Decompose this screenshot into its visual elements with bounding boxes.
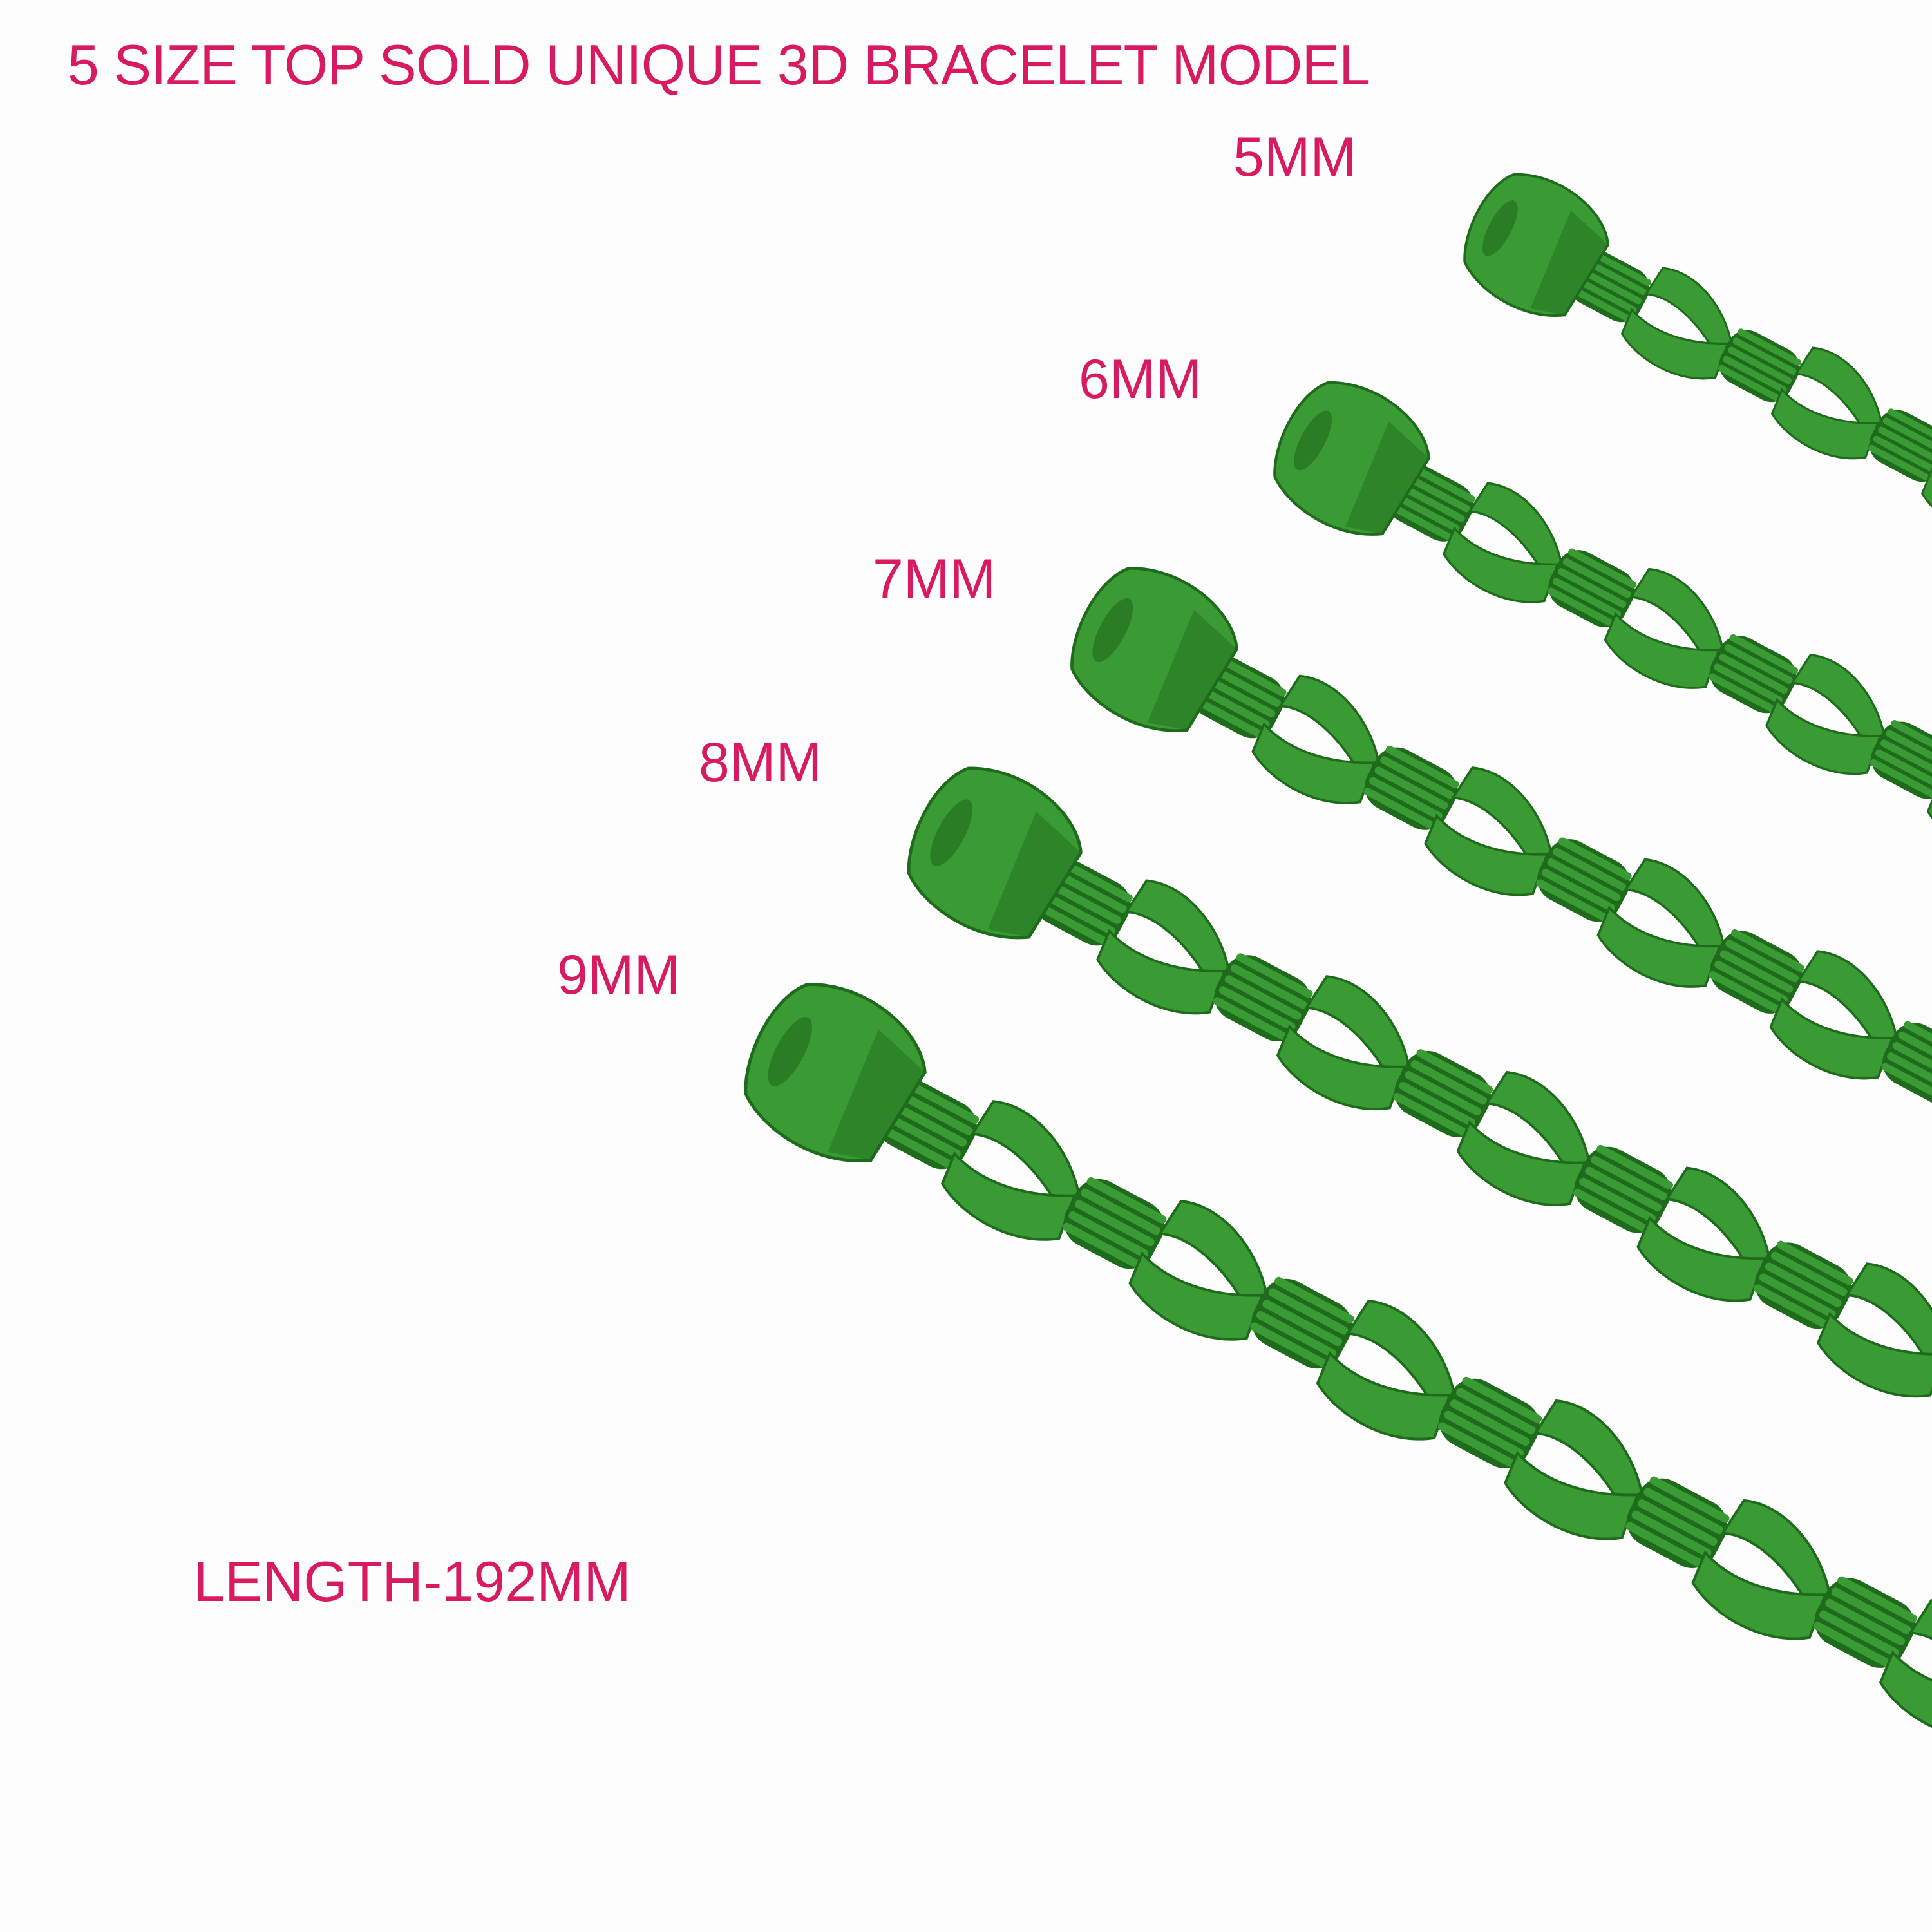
- bracelet-end-cap: [1070, 567, 1238, 732]
- twisted-link: [1636, 1166, 1771, 1302]
- ribbed-bead: [1063, 1177, 1167, 1269]
- ribbed-bead: [1709, 929, 1804, 1014]
- bracelet-end-cap: [744, 983, 927, 1163]
- size-label-6mm: 6MM: [1079, 348, 1202, 410]
- twisted-link: [1096, 879, 1230, 1015]
- twisted-link: [1504, 1399, 1643, 1540]
- twisted-link: [1691, 1499, 1831, 1640]
- twisted-link: [1128, 1200, 1268, 1341]
- ribbed-bead: [1437, 1376, 1542, 1469]
- twisted-link: [1316, 1299, 1456, 1441]
- twisted-link: [1251, 674, 1380, 804]
- ribbed-bead: [1363, 745, 1459, 831]
- ribbed-bead: [1573, 1144, 1673, 1233]
- twisted-link: [1765, 654, 1886, 775]
- twisted-link: [1769, 950, 1898, 1080]
- size-label-8mm: 8MM: [699, 732, 822, 793]
- twisted-link: [1770, 346, 1883, 460]
- bracelet-end-cap: [1273, 381, 1430, 536]
- bracelet-5mm: [1463, 173, 1932, 540]
- bracelet-6mm: [1273, 381, 1932, 861]
- twisted-link: [1276, 975, 1410, 1110]
- twisted-link: [1424, 766, 1553, 896]
- ribbed-bead: [1753, 1240, 1853, 1329]
- size-label-5mm: 5MM: [1233, 126, 1357, 188]
- bracelet-8mm: [907, 766, 1932, 1398]
- ribbed-bead: [1868, 408, 1932, 482]
- twisted-link: [1604, 567, 1724, 689]
- size-label-7mm: 7MM: [873, 548, 996, 610]
- ribbed-bead: [1718, 328, 1802, 402]
- bracelet-7mm: [1070, 567, 1932, 1106]
- bracelet-9mm: [744, 983, 1932, 1740]
- ribbed-bead: [1813, 1576, 1917, 1669]
- ribbed-bead: [1870, 720, 1932, 799]
- ribbed-bead: [1881, 1021, 1932, 1106]
- ribbed-bead: [1547, 548, 1637, 628]
- ribbed-bead: [1709, 634, 1798, 714]
- bracelet-end-cap: [1463, 173, 1610, 317]
- twisted-link: [940, 1100, 1081, 1241]
- ribbed-bead: [1536, 837, 1632, 922]
- ribbed-bead: [1250, 1276, 1354, 1369]
- twisted-link: [1620, 267, 1732, 380]
- ribbed-bead: [1213, 953, 1313, 1042]
- size-label-9mm: 9MM: [557, 944, 681, 1006]
- twisted-link: [1443, 482, 1563, 603]
- bracelet-end-cap: [907, 766, 1083, 940]
- length-label: LENGTH-192MM: [193, 1549, 631, 1613]
- twisted-link: [1879, 1598, 1932, 1740]
- twisted-link: [1596, 858, 1725, 988]
- page-title: 5 SIZE TOP SOLD UNIQUE 3D BRACELET MODEL: [68, 33, 1370, 97]
- twisted-link: [1816, 1262, 1932, 1398]
- ribbed-bead: [1393, 1049, 1493, 1138]
- ribbed-bead: [1625, 1476, 1730, 1569]
- twisted-link: [1456, 1070, 1591, 1206]
